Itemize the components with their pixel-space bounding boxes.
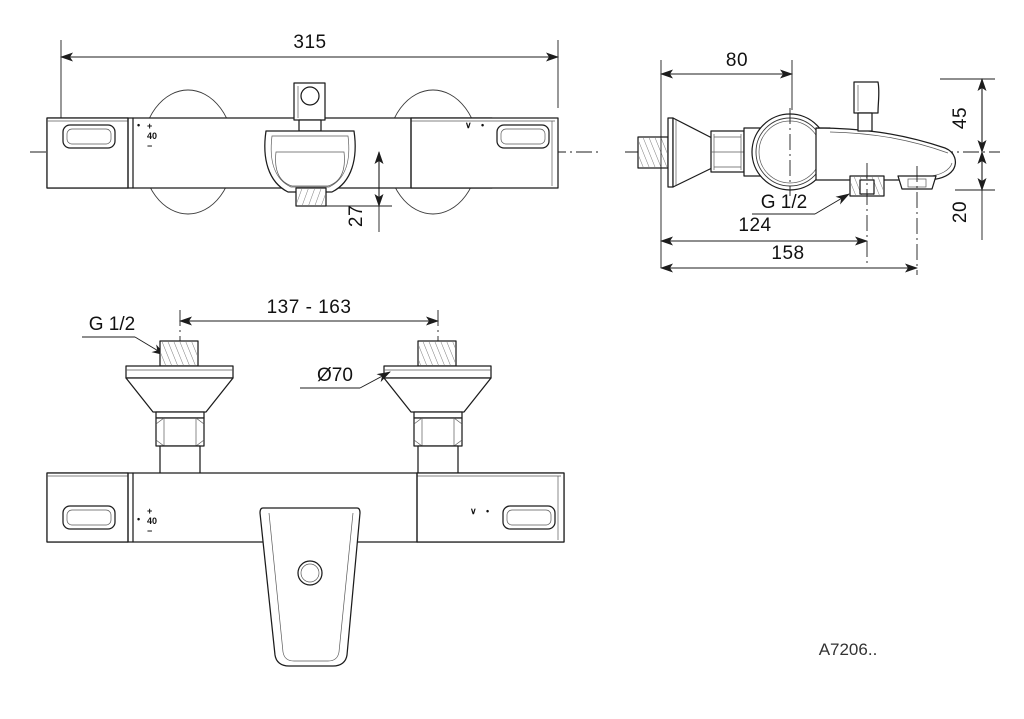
- inlet-right-nut: [413, 417, 463, 447]
- lever-right[interactable]: [496, 124, 550, 149]
- lever-right-inner: [500, 128, 546, 145]
- riser-side-neck: [857, 112, 873, 132]
- shower-riser-side: [853, 81, 880, 132]
- outlet-boss: [849, 163, 885, 266]
- dimension-label-124: 124: [738, 215, 771, 236]
- inlet-left-cone: [125, 377, 234, 413]
- nut-body: [710, 130, 745, 173]
- inlet-right-flange: [383, 365, 492, 379]
- dimension-label-27: 27: [346, 205, 367, 227]
- dimension-label-80: 80: [726, 50, 748, 71]
- rosette-cone: [672, 117, 713, 188]
- dimension-label-45: 45: [950, 107, 971, 129]
- riser-side-body: [853, 81, 880, 114]
- view-side-elevation: 80: [625, 50, 1000, 275]
- lever-right-plan-inner: [506, 509, 552, 526]
- spout-plan-inner: [268, 512, 354, 662]
- scale-temp-40: 40: [147, 131, 157, 141]
- inlet-thread-stub: [637, 136, 669, 169]
- spout-front: [264, 130, 356, 207]
- rosette-plate: [667, 117, 674, 188]
- lever-left[interactable]: [62, 124, 116, 149]
- dimension-heights: 45 20: [940, 78, 995, 240]
- handle-rotary-side[interactable]: [751, 108, 829, 196]
- scale-minus: −: [147, 141, 152, 151]
- label-g-half-side-text: G 1/2: [761, 192, 807, 213]
- riser-bore: [300, 86, 320, 106]
- dimension-label-137-163: 137 - 163: [267, 297, 352, 318]
- dimension-spout-drop: 27: [346, 151, 384, 232]
- label-diameter-70: Ø70: [300, 365, 391, 389]
- dimension-wall-to-handle: 80: [660, 50, 793, 118]
- scale-minus-plan: −: [147, 526, 152, 536]
- dimension-label-315: 315: [293, 32, 326, 53]
- scale-dot-left-plan: •: [137, 514, 140, 524]
- flow-markings-plan: ∨ •: [470, 506, 489, 516]
- dimension-label-158: 158: [771, 243, 804, 264]
- mount-pad: [897, 166, 937, 275]
- riser-neck: [298, 119, 322, 132]
- flow-chevron: ∨: [465, 120, 472, 130]
- inlet-left-thread-hatch: [161, 342, 197, 365]
- lever-left-inner: [66, 128, 112, 145]
- scale-plus-plan: +: [147, 506, 152, 516]
- dimension-inlet-centres: 137 - 163: [179, 297, 439, 400]
- spout-inner2: [275, 151, 345, 187]
- scale-plus: +: [147, 121, 152, 131]
- inlet-right-nut-collar: [413, 411, 463, 419]
- lever-right-plan[interactable]: [502, 505, 556, 530]
- temperature-scale-markings: • + 40 −: [137, 120, 157, 151]
- label-g-half-bottom: G 1/2: [82, 314, 166, 356]
- spout-plan-outer: [259, 507, 361, 667]
- scale-dot-left: •: [137, 120, 140, 130]
- spout-plan: [259, 507, 361, 667]
- flow-dot: •: [481, 120, 484, 130]
- view-bottom-plan: 137 - 163 G 1/2: [46, 297, 565, 667]
- product-code-label: A7206..: [819, 640, 878, 659]
- dimension-overall-width: 315: [60, 32, 559, 118]
- label-diameter-70-text: Ø70: [317, 365, 353, 386]
- spout-outlet-thread-hatch: [297, 189, 325, 205]
- view-front-elevation: 315 • + 40 −: [30, 32, 600, 232]
- inlet-left-nut: [155, 417, 205, 447]
- spout-inner1: [270, 135, 350, 188]
- dimension-label-20: 20: [950, 201, 971, 223]
- inlet-right-cone: [383, 377, 492, 413]
- inlet-right-thread-hatch: [419, 342, 455, 365]
- lever-left-plan[interactable]: [62, 505, 116, 530]
- inlet-thread-hatch: [639, 138, 667, 167]
- label-g-half-side: G 1/2: [752, 192, 850, 215]
- label-g-half-bottom-text: G 1/2: [89, 314, 135, 335]
- inlet-left-flange: [125, 365, 234, 379]
- spout-plan-aerator-inner: [300, 563, 320, 583]
- dimension-wall-to-outlet: 124: [660, 118, 868, 268]
- scale-temp-40-plan: 40: [147, 516, 157, 526]
- inlet-right-nut-chamfers: [413, 417, 463, 447]
- inlet-nut: [710, 130, 745, 173]
- shower-outlet-riser: [293, 82, 326, 132]
- temperature-scale-markings-plan: • + 40 −: [137, 506, 157, 536]
- spout-plan-aerator: [297, 560, 323, 586]
- inlet-left-nut-chamfers: [155, 417, 205, 447]
- spout-outer: [264, 130, 356, 193]
- spout-side-highlight: [829, 131, 949, 154]
- wall-rosette: [667, 117, 713, 188]
- lever-left-plan-inner: [66, 509, 112, 526]
- flow-dot-plan: •: [486, 506, 489, 516]
- spout-side-profile: [815, 127, 956, 181]
- dimension-wall-to-spout-end: 158: [660, 243, 918, 273]
- flow-chevron-plan: ∨: [470, 506, 477, 516]
- inlet-left-nut-collar: [155, 411, 205, 419]
- flow-markings: ∨ •: [465, 120, 484, 130]
